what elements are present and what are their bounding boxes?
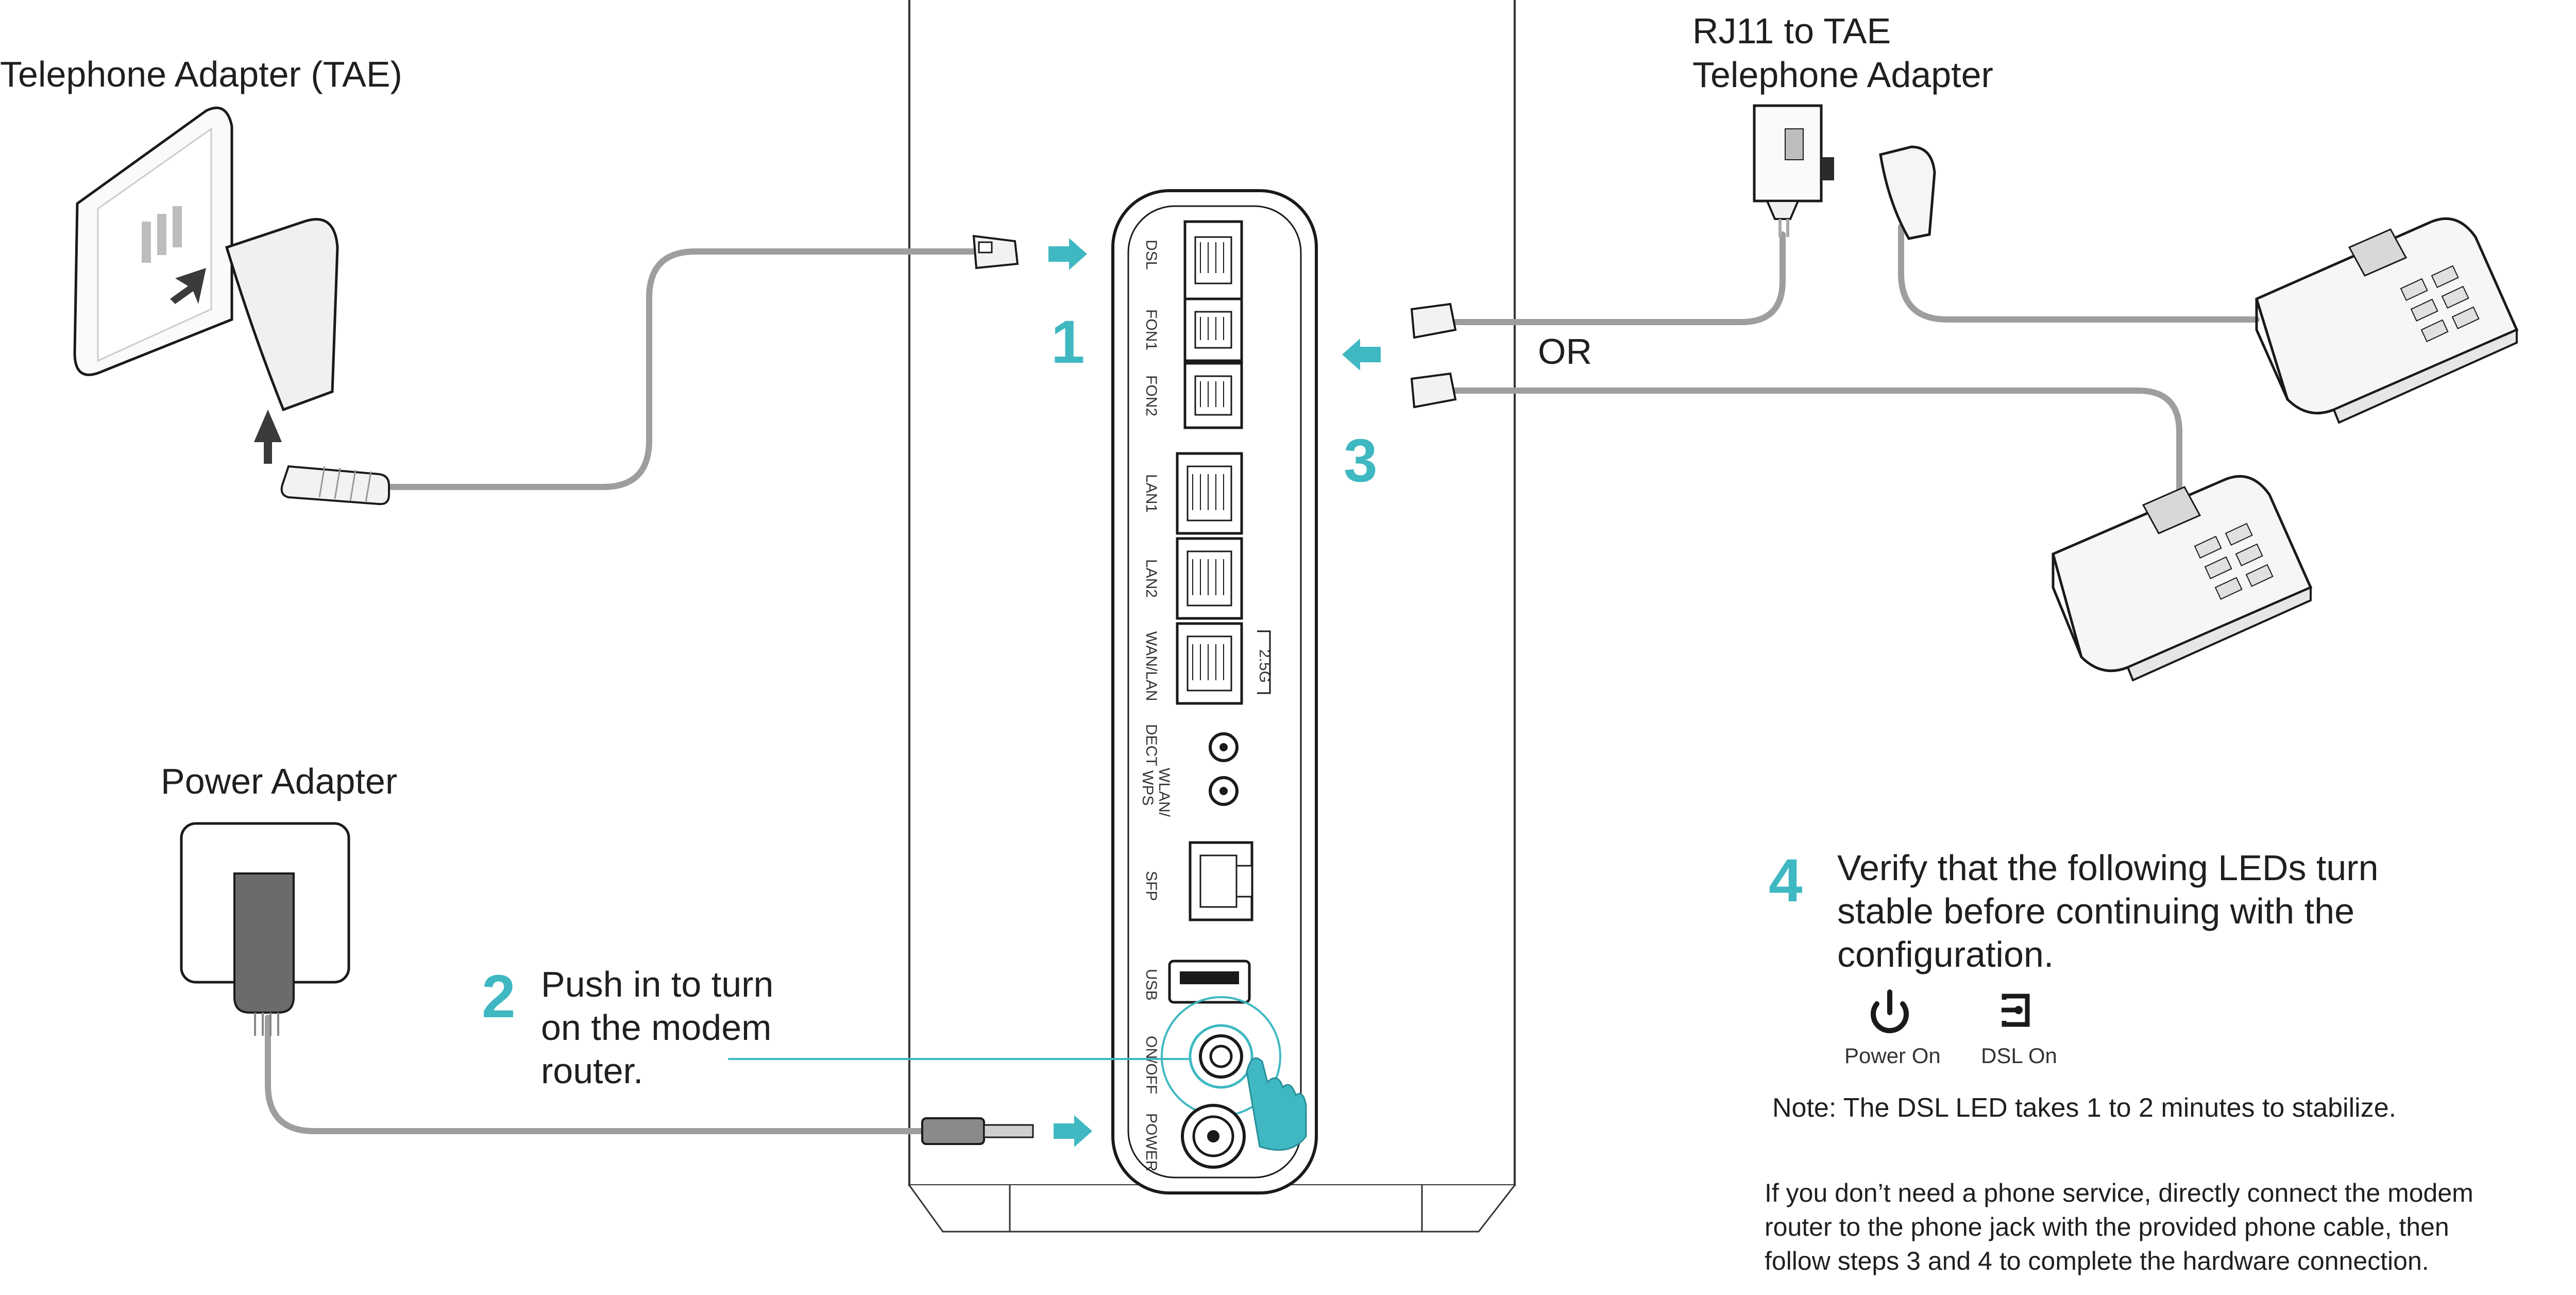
port-label-fon2: FON2: [1143, 375, 1160, 416]
on-off-button[interactable]: [1161, 996, 1281, 1117]
step-2-text-line1: Push in to turn: [541, 964, 774, 1004]
port-label-sfp: SFP: [1143, 871, 1160, 901]
port-power[interactable]: [1181, 1104, 1246, 1169]
footer-line2: router to the phone jack with the provid…: [1765, 1213, 2449, 1241]
port-sfp[interactable]: [1189, 841, 1253, 921]
power-cable: [265, 1015, 925, 1134]
step-1-number: 1: [1051, 308, 1085, 376]
port-lan2[interactable]: [1176, 537, 1243, 620]
note-label: Note:: [1772, 1093, 1837, 1123]
power-icon: [1871, 989, 1909, 1033]
rj11-plug-fon1: [1410, 302, 1457, 339]
wps-button[interactable]: [1209, 776, 1239, 806]
step-4-text-line2: stable before continuing with the: [1837, 891, 2354, 931]
port-label-lan1: LAN1: [1143, 474, 1160, 513]
rj11-plug-dsl: [972, 234, 1019, 270]
tae-plug: [280, 465, 390, 506]
port-label-on-off: ON/OFF: [1143, 1036, 1160, 1094]
port-fon1[interactable]: [1183, 297, 1243, 362]
port-label-wlan: WLAN/: [1156, 768, 1173, 817]
footer-line3: follow steps 3 and 4 to complete the har…: [1765, 1247, 2429, 1275]
or-label: OR: [1538, 331, 1592, 372]
port-lan1[interactable]: [1176, 452, 1243, 535]
port-label-lan2: LAN2: [1143, 559, 1160, 598]
power-plug: [921, 1117, 1034, 1145]
router-back-panel: [1111, 189, 1318, 1195]
note-line: Note: The DSL LED takes 1 to 2 minutes t…: [1772, 1091, 2396, 1124]
dsl-icon: [2002, 994, 2030, 1027]
step-4-text-line3: configuration.: [1837, 934, 2054, 974]
footer-line1: If you don’t need a phone service, direc…: [1765, 1179, 2473, 1207]
arrow-left-fon-icon: [1342, 339, 1381, 371]
power-adapter: [233, 872, 295, 1036]
note-text: The DSL LED takes 1 to 2 minutes to stab…: [1836, 1093, 2397, 1123]
telephone-top: [2255, 217, 2519, 424]
port-usb[interactable]: [1168, 960, 1251, 1004]
step-2-number: 2: [482, 963, 516, 1031]
phone-cable-adapter: [1452, 231, 1786, 325]
step-4-number: 4: [1769, 847, 1803, 915]
telephone-bottom: [2052, 475, 2313, 682]
rj11-label-line2: Telephone Adapter: [1692, 55, 1993, 95]
port-fon2[interactable]: [1183, 362, 1243, 429]
port-dsl[interactable]: [1183, 220, 1243, 300]
port-2-5g-bracket: [1257, 630, 1271, 694]
port-label-fon1: FON1: [1143, 309, 1160, 350]
port-labels: DSL FON1 FON2 LAN1 LAN2 WAN/LAN DECT WLA…: [1139, 240, 1273, 1171]
pointing-hand-icon: [1246, 1057, 1307, 1151]
step-2-text-line2: on the modem: [541, 1007, 772, 1048]
arrow-right-dsl-icon: [1048, 238, 1087, 270]
wall-tae-socket: [73, 106, 339, 412]
port-label-usb: USB: [1143, 969, 1160, 1001]
step-3-number: 3: [1344, 427, 1378, 495]
arrow-right-power-icon: [1054, 1115, 1092, 1147]
step-4-text-line1: Verify that the following LEDs turn: [1837, 848, 2379, 888]
port-label-wan-lan: WAN/LAN: [1143, 631, 1160, 701]
led-dsl-on-label: DSL On: [1981, 1044, 2057, 1068]
port-label-wps: WPS: [1139, 770, 1156, 805]
port-label-power: POWER: [1143, 1113, 1160, 1171]
rj11-tae-adapter: [1753, 104, 1834, 237]
port-label-dsl: DSL: [1143, 240, 1160, 270]
phone-cable-upper: [1898, 224, 2260, 323]
dsl-cable: [388, 248, 985, 490]
rj11-plug-fon2: [1410, 372, 1457, 409]
tae-label: Telephone Adapter (TAE): [0, 54, 402, 94]
dect-button[interactable]: [1209, 732, 1239, 762]
power-adapter-label: Power Adapter: [161, 761, 398, 801]
step-2-text-line3: router.: [541, 1051, 643, 1091]
rj11-label-line1: RJ11 to TAE: [1692, 11, 1891, 51]
port-label-dect: DECT: [1143, 724, 1160, 766]
arrow-up-icon: [253, 409, 282, 464]
tae-plug-phone: [1879, 145, 1936, 240]
phone-cable-direct: [1452, 388, 2182, 498]
led-power-on-label: Power On: [1844, 1044, 1941, 1068]
port-wan-lan[interactable]: [1176, 622, 1243, 705]
arrow-into-tae-icon: [170, 268, 206, 304]
cables: [265, 224, 2260, 1134]
port-label-2-5g: 2.5G: [1256, 649, 1273, 683]
